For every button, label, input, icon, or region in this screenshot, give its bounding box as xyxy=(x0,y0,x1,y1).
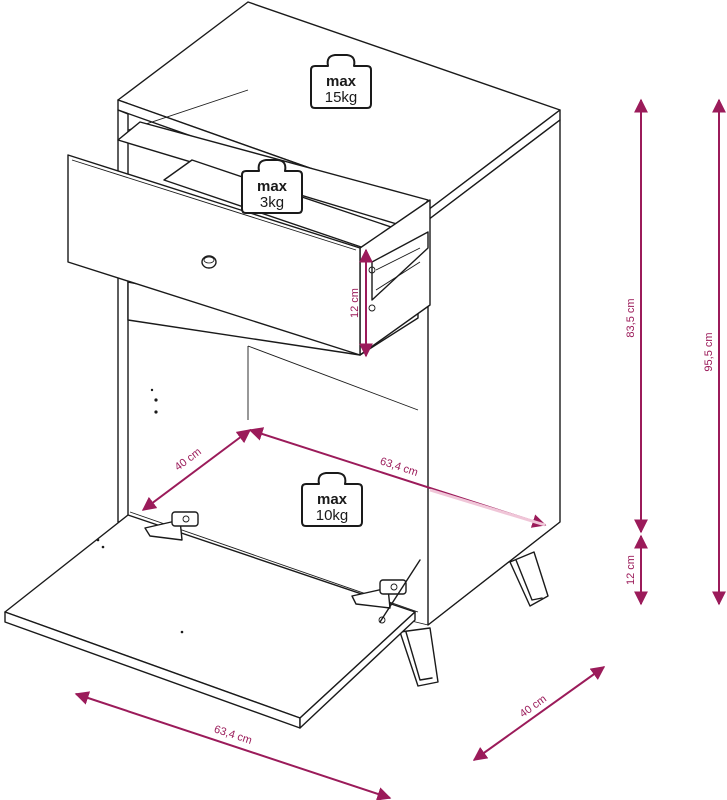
load-drawer-value: 3kg xyxy=(260,194,284,211)
dim-outer-depth-text: 40 cm xyxy=(518,693,549,720)
dim-inner-depth-line xyxy=(141,429,252,511)
load-badge-top: max 15kg xyxy=(310,54,372,109)
legs xyxy=(394,521,561,687)
hinge-right xyxy=(351,559,421,624)
dim-outer-depth-line xyxy=(472,666,606,761)
load-drawer-label: max xyxy=(257,178,288,195)
dim-leg-height-text: 12 cm xyxy=(625,555,637,585)
dim-body-height-text: 83,5 cm xyxy=(625,298,637,337)
load-flap-value: 10kg xyxy=(316,507,349,524)
dim-total-height-text: 95,5 cm xyxy=(703,332,715,371)
dim-outer-width-line xyxy=(74,691,392,800)
drawer-knob[interactable] xyxy=(201,255,217,269)
flap-door[interactable] xyxy=(4,511,421,729)
dimensions: 12 cm 40 cm 63,4 cm 83,5 cm 12 cm 95,5 c… xyxy=(74,98,726,800)
load-badge-flap: max 10kg xyxy=(301,472,363,527)
dim-inner-width-text: 63,4 cm xyxy=(378,455,419,479)
dim-drawer-height-text: 12 cm xyxy=(349,288,361,318)
load-badge-drawer: max 3kg xyxy=(241,159,303,214)
load-flap-label: max xyxy=(317,491,348,508)
load-top-value: 15kg xyxy=(325,89,358,106)
hinge-left xyxy=(144,511,199,541)
load-top-label: max xyxy=(326,73,357,90)
dim-outer-width-text: 63,4 cm xyxy=(212,723,253,747)
